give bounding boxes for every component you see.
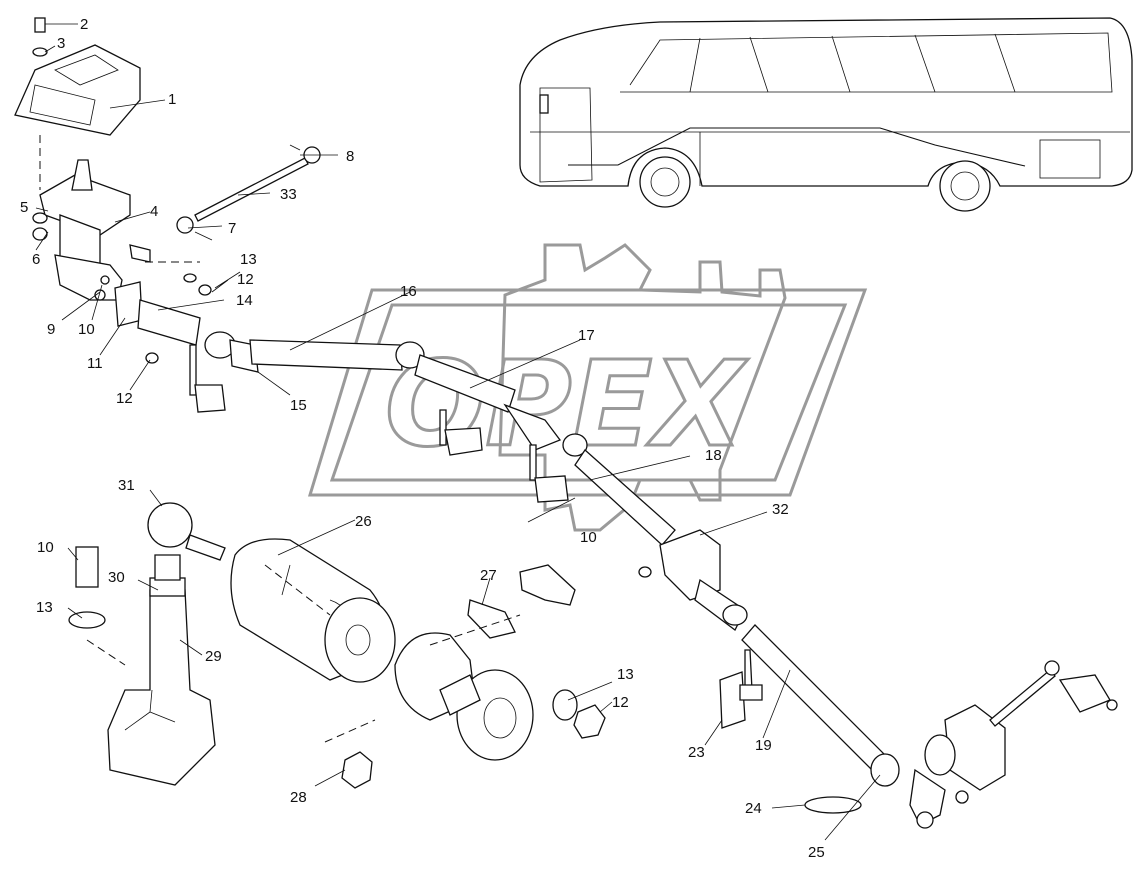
boot-part-32 bbox=[659, 529, 721, 601]
callout-part-12-right: 12 bbox=[612, 694, 629, 711]
ball-joint-part-7 bbox=[176, 216, 194, 234]
linkage-rod-part-33 bbox=[194, 157, 309, 222]
opex-watermark: OPEX bbox=[307, 243, 868, 532]
callout-part-32: 32 bbox=[772, 501, 789, 518]
callout-part-15: 15 bbox=[290, 397, 307, 414]
bus-door bbox=[539, 87, 593, 183]
callout-part-18: 18 bbox=[705, 447, 722, 464]
seal-part-25 bbox=[870, 753, 900, 787]
bus-body bbox=[519, 17, 1133, 187]
linkage-rod-assembly bbox=[176, 144, 321, 241]
callout-part-5: 5 bbox=[20, 199, 28, 216]
callout-part-29: 29 bbox=[205, 648, 222, 665]
nut-part-12-right bbox=[573, 704, 606, 739]
bolt-part-10 bbox=[100, 275, 110, 285]
callout-part-23: 23 bbox=[688, 744, 705, 761]
selector-base-part-29 bbox=[107, 589, 216, 786]
upper-shaft-assembly bbox=[137, 273, 676, 546]
callout-part-27: 27 bbox=[480, 567, 497, 584]
callout-part-28: 28 bbox=[290, 789, 307, 806]
gear-lever-assembly bbox=[14, 17, 200, 327]
callout-part-2: 2 bbox=[80, 16, 88, 33]
callout-part-6: 6 bbox=[32, 251, 40, 268]
callout-part-12-upper: 12 bbox=[237, 271, 254, 288]
bus-grille bbox=[1039, 139, 1101, 179]
nut-part-5 bbox=[32, 212, 48, 224]
flange-part-11 bbox=[114, 281, 143, 327]
washer-part-13-right bbox=[552, 689, 578, 721]
lower-shaft-assembly bbox=[638, 529, 1118, 829]
bolt-part-10-lower bbox=[519, 564, 576, 606]
bolt-part-2 bbox=[34, 17, 46, 33]
watermark-frame-outer bbox=[307, 288, 868, 497]
bus-front-wheel bbox=[639, 156, 691, 208]
console-cover-part-1 bbox=[14, 44, 141, 136]
callout-part-31: 31 bbox=[118, 477, 135, 494]
bolt-part-27 bbox=[467, 599, 516, 639]
bus-side-line bbox=[530, 131, 1130, 186]
bolt-part-9 bbox=[94, 289, 106, 301]
nut-part-12-upper bbox=[198, 284, 212, 296]
callout-part-4: 4 bbox=[150, 203, 158, 220]
callout-part-26: 26 bbox=[355, 513, 372, 530]
nut-part-6 bbox=[32, 227, 48, 241]
callout-part-30: 30 bbox=[108, 569, 125, 586]
shaft-part-14 bbox=[137, 299, 201, 346]
callout-part-7: 7 bbox=[228, 220, 236, 237]
washer-part-13-upper bbox=[183, 273, 197, 283]
callout-part-16: 16 bbox=[400, 283, 417, 300]
support-bracket-part-23 bbox=[719, 671, 746, 729]
callout-part-13-right: 13 bbox=[617, 666, 634, 683]
plate-part-24 bbox=[804, 796, 862, 814]
bus-illustration bbox=[519, 17, 1133, 212]
callout-part-3: 3 bbox=[57, 35, 65, 52]
callout-part-10-upper: 10 bbox=[78, 321, 95, 338]
callout-part-25: 25 bbox=[808, 844, 825, 861]
bus-rear-wheel bbox=[939, 160, 991, 212]
adjusting-sleeve-part-30 bbox=[149, 577, 186, 597]
bus-control-cable bbox=[568, 127, 1026, 167]
cap-screw-part-10 bbox=[75, 546, 99, 588]
callout-part-14: 14 bbox=[236, 292, 253, 309]
ball-joint-part-31 bbox=[147, 502, 193, 548]
callout-part-11: 11 bbox=[87, 355, 103, 372]
callout-part-13-upper: 13 bbox=[240, 251, 257, 268]
drive-shaft-part-17 bbox=[414, 354, 516, 413]
callout-part-17: 17 bbox=[578, 327, 595, 344]
callout-part-24: 24 bbox=[745, 800, 762, 817]
leader-lines bbox=[35, 23, 881, 841]
callout-part-19: 19 bbox=[755, 737, 772, 754]
callout-part-12-lower: 12 bbox=[116, 390, 133, 407]
drive-shaft-part-19 bbox=[741, 624, 896, 779]
drive-shaft-part-16 bbox=[249, 339, 403, 371]
callout-part-9: 9 bbox=[47, 321, 55, 338]
selector-unit-assembly bbox=[68, 502, 606, 789]
nut-part-28 bbox=[341, 751, 373, 789]
bus-windows bbox=[620, 32, 1113, 93]
callout-part-33: 33 bbox=[280, 186, 297, 203]
callout-part-10-middle: 10 bbox=[580, 529, 597, 546]
watermark-frame-inner bbox=[329, 303, 848, 482]
callout-part-8: 8 bbox=[346, 148, 354, 165]
nut-part-12-lower-left bbox=[145, 352, 159, 364]
washer-part-3 bbox=[32, 47, 48, 57]
callout-part-10-lower: 10 bbox=[37, 539, 54, 556]
callout-part-1: 1 bbox=[168, 91, 176, 108]
washer-part-13-left bbox=[68, 611, 106, 629]
callout-labels: 2 3 1 4 5 6 8 33 7 13 12 14 9 10 11 12 1… bbox=[20, 16, 825, 861]
callout-part-13-left: 13 bbox=[36, 599, 53, 616]
